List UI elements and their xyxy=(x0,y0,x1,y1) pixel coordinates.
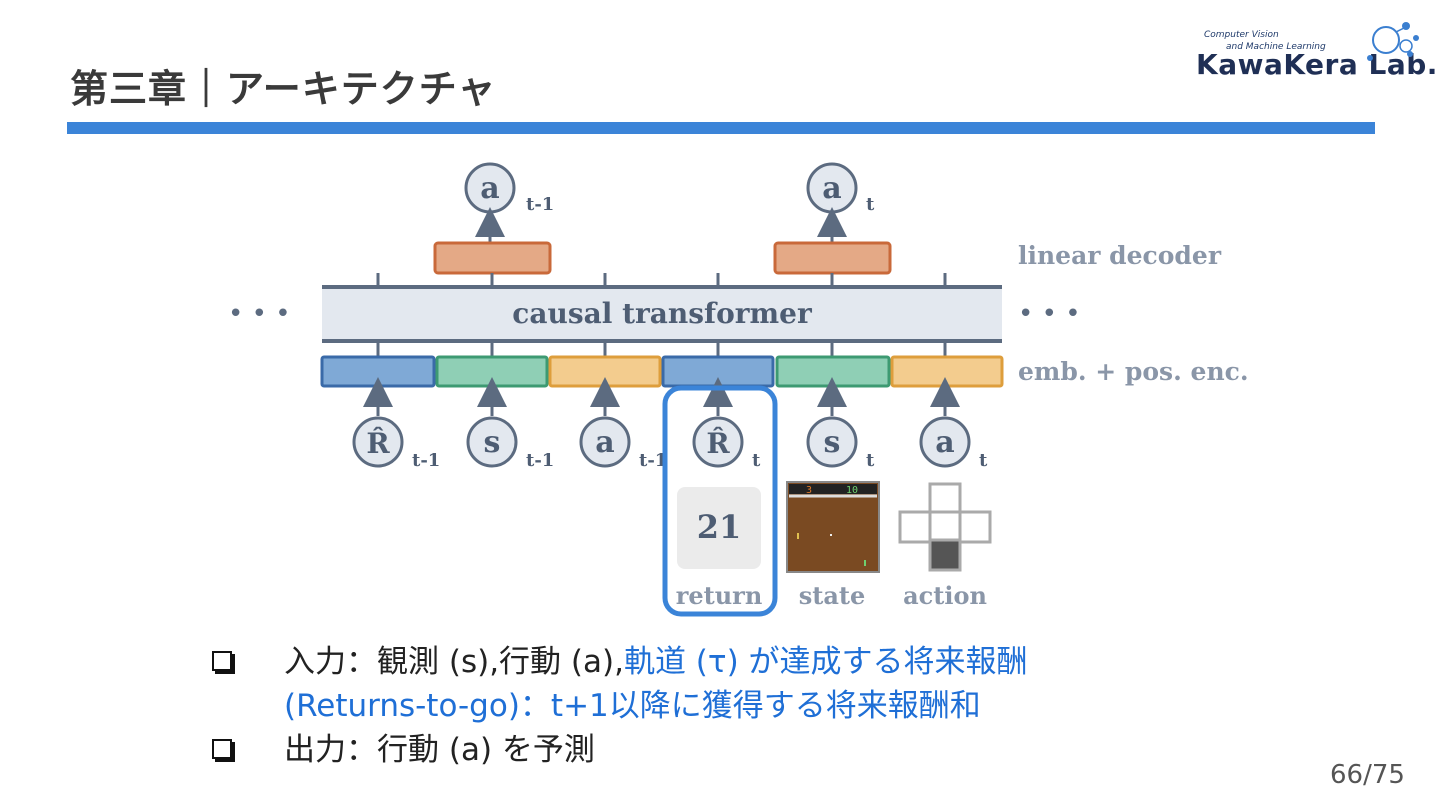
input-arrows xyxy=(363,377,960,416)
output-symbol: a xyxy=(480,171,499,206)
input-action-t: a t xyxy=(919,416,988,471)
transformer-bottom-ticks xyxy=(376,341,947,356)
input-return-t: R̂ t xyxy=(692,416,761,471)
svg-text:R̂: R̂ xyxy=(706,427,730,460)
svg-text:t-1: t-1 xyxy=(639,450,667,471)
embedding-state-t-minus-1 xyxy=(435,355,549,388)
output-action-t: a t xyxy=(806,162,875,215)
action-dpad-icon xyxy=(898,482,992,572)
left-ellipsis: • • • xyxy=(228,299,291,329)
embedding-return-t-minus-1 xyxy=(320,355,436,388)
svg-text:s: s xyxy=(824,425,841,460)
svg-text:a: a xyxy=(935,425,954,460)
linear-decoder-label: linear decoder xyxy=(1018,241,1222,270)
transformer-label: causal transformer xyxy=(512,297,813,330)
svg-text:a: a xyxy=(595,425,614,460)
bullet-output-text: 出力：行動 (a) を予測 xyxy=(284,732,595,768)
bullet-returns-to-go-text: (Returns-to-go)：t+1以降に獲得する将来報酬和 xyxy=(284,688,981,724)
input-state-t-minus-1: s t-1 xyxy=(466,416,554,471)
causal-transformer-block xyxy=(322,289,1002,339)
linear-decoder-box xyxy=(773,241,892,275)
bullet-input-highlight: 軌道 (τ) が達成する将来報酬 xyxy=(623,644,1028,680)
title-underline xyxy=(67,122,1375,134)
svg-text:3: 3 xyxy=(806,485,812,496)
return-value-box xyxy=(677,487,761,569)
slide-title: 第三章｜アーキテクチャ xyxy=(70,67,497,111)
transformer-top-ticks xyxy=(376,273,947,287)
output-subscript: t-1 xyxy=(526,194,554,215)
output-action-t-minus-1: a t-1 xyxy=(464,162,554,215)
embedding-label: emb. + pos. enc. xyxy=(1018,357,1249,386)
returns-to-go-highlight xyxy=(662,385,778,617)
embedding-return-t xyxy=(661,355,775,388)
svg-text:s: s xyxy=(484,425,501,460)
bullet-marker-icon xyxy=(212,651,232,671)
embedding-state-t xyxy=(775,355,891,388)
svg-text:t: t xyxy=(979,450,988,471)
bullet-input-text: 入力：観測 (s),行動 (a), xyxy=(284,644,624,680)
output-subscript: t xyxy=(866,194,875,215)
svg-text:t-1: t-1 xyxy=(412,450,440,471)
logo-name: KawaKera Lab. xyxy=(1196,48,1438,81)
action-label: action xyxy=(903,581,987,610)
bullet-input: 入力：観測 (s),行動 (a),軌道 (τ) が達成する将来報酬 xyxy=(212,640,1028,684)
bullet-input-continuation: (Returns-to-go)：t+1以降に獲得する将来報酬和 xyxy=(212,684,1028,728)
input-action-t-minus-1: a t-1 xyxy=(579,416,667,471)
svg-text:t-1: t-1 xyxy=(526,450,554,471)
state-label: state xyxy=(799,581,866,610)
embedding-action-t-minus-1 xyxy=(548,355,662,388)
embedding-action-t xyxy=(890,355,1004,388)
bullet-output: 出力：行動 (a) を予測 xyxy=(212,728,1028,772)
lab-logo: Computer Vision and Machine Learning Kaw… xyxy=(1190,18,1437,88)
linear-decoder-box xyxy=(433,241,552,275)
bullet-marker-icon xyxy=(212,739,232,759)
logo-line-1: Computer Vision xyxy=(1204,30,1279,40)
state-game-frame: 3 10 xyxy=(786,481,880,573)
logo-network-icon xyxy=(1367,22,1419,61)
page-number: 66/75 xyxy=(1330,760,1405,790)
svg-text:t: t xyxy=(752,450,761,471)
output-symbol: a xyxy=(822,171,841,206)
return-label: return xyxy=(676,581,763,610)
input-return-t-minus-1: R̂ t-1 xyxy=(352,416,440,471)
input-state-t: s t xyxy=(806,416,875,471)
return-value: 21 xyxy=(697,508,742,546)
svg-text:10: 10 xyxy=(846,485,858,496)
right-ellipsis: • • • xyxy=(1018,299,1081,329)
svg-text:R̂: R̂ xyxy=(366,427,390,460)
svg-text:t: t xyxy=(866,450,875,471)
logo-line-2: and Machine Learning xyxy=(1226,42,1326,52)
bullet-list: 入力：観測 (s),行動 (a),軌道 (τ) が達成する将来報酬 (Retur… xyxy=(212,640,1028,772)
